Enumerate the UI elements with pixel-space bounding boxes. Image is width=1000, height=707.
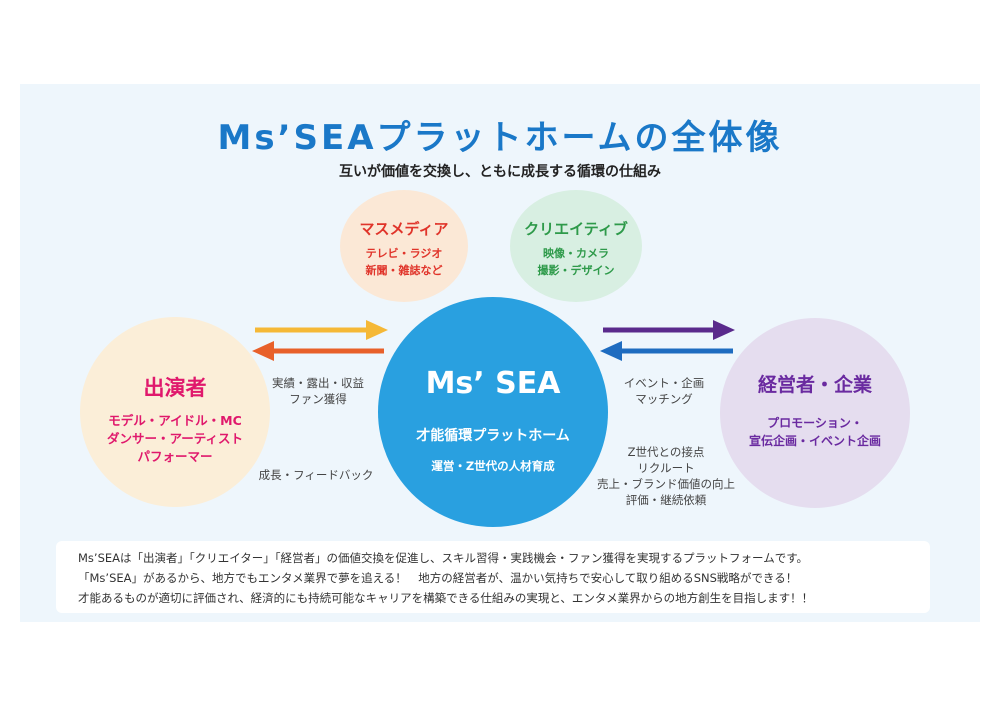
center-title: Ms’ SEA <box>425 366 561 401</box>
performer-line2: ダンサー・アーティスト <box>106 431 243 446</box>
creative-line2: 撮影・デザイン <box>537 264 615 277</box>
label-left-bottom: 成長・フィードバック <box>258 468 374 482</box>
label-right-bottom-line2: リクルート <box>637 461 695 475</box>
label-right-bottom: Z世代との接点 リクルート 売上・ブランド価値の向上 評価・継続依頼 <box>590 444 742 508</box>
arrow-blue-left <box>600 341 733 361</box>
arrow-purple-right <box>603 320 735 340</box>
business-line2: 宣伝企画・イベント企画 <box>748 434 881 448</box>
label-right-top: イベント・企画 マッチング <box>606 375 722 407</box>
arrow-orange-left <box>252 341 384 361</box>
arrow-yellow-right <box>255 320 388 340</box>
creative-circle <box>510 190 642 302</box>
page-subtitle: 互いが価値を交換し、ともに成長する循環の仕組み <box>339 164 661 180</box>
label-right-bottom-line3: 売上・ブランド価値の向上 <box>597 477 735 491</box>
mass-media-line2: 新聞・雑誌など <box>365 264 443 277</box>
label-left-top-line2: ファン獲得 <box>289 392 347 406</box>
label-right-bottom-line1: Z世代との接点 <box>627 445 705 459</box>
description-line3: 才能あるものが適切に評価され、経済的にも持続可能なキャリアを構築できる仕組みの実… <box>78 591 814 605</box>
center-circle <box>378 297 608 527</box>
performer-circle <box>80 317 270 507</box>
page-title: Ms’SEAプラットホームの全体像 <box>217 118 783 158</box>
label-left-top-line1: 実績・露出・収益 <box>272 376 364 390</box>
center-line1: 才能循環プラットホーム <box>416 428 570 444</box>
label-right-top-line1: イベント・企画 <box>623 376 705 390</box>
description-line2: 「Ms’SEA」があるから、地方でもエンタメ業界で夢を追える！ 地方の経営者が、… <box>78 571 798 585</box>
mass-media-circle <box>340 190 468 302</box>
description-line1: Ms’SEAは「出演者」「クリエイター」「経営者」の価値交換を促進し、スキル習得… <box>78 551 809 565</box>
mass-media-title: マスメディア <box>359 220 449 238</box>
performer-title: 出演者 <box>143 376 207 400</box>
business-circle <box>720 318 910 508</box>
creative-title: クリエイティブ <box>524 220 628 238</box>
mass-media-line1: テレビ・ラジオ <box>365 247 443 260</box>
performer-line1: モデル・アイドル・MC <box>108 413 242 428</box>
creative-line1: 映像・カメラ <box>543 247 609 260</box>
business-line1: プロモーション・ <box>767 416 863 430</box>
business-title: 経営者・企業 <box>757 374 872 396</box>
center-line2: 運営・Z世代の人材育成 <box>431 459 555 473</box>
label-right-top-line2: マッチング <box>635 392 693 406</box>
performer-line3: パフォーマー <box>137 449 213 464</box>
description-box: Ms’SEAは「出演者」「クリエイター」「経営者」の価値交換を促進し、スキル習得… <box>56 541 930 613</box>
label-left-top: 実績・露出・収益 ファン獲得 <box>256 375 380 407</box>
label-right-bottom-line4: 評価・継続依頼 <box>625 493 707 507</box>
